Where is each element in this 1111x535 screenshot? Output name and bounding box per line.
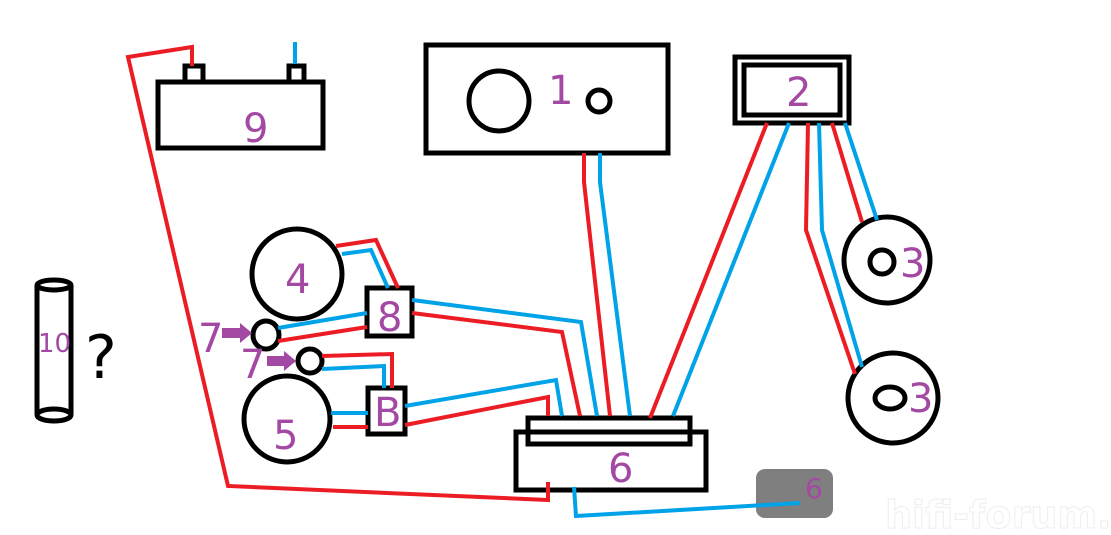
label-9: 9 [243, 106, 268, 152]
speaker-3-top-body [841, 214, 933, 306]
label-1: 1 [548, 68, 573, 114]
battery-9: 9 [155, 63, 326, 152]
box-2-outer [732, 54, 852, 126]
speaker-6-bottom: 5 [241, 373, 333, 465]
wire-headunit-positive [582, 153, 612, 417]
head-unit-body [423, 42, 671, 156]
label-6-top: 4 [285, 257, 310, 303]
wire-tweeter7top-xover-negative [277, 311, 368, 330]
head-unit-1: 1 [423, 42, 671, 156]
label-3-top: 3 [900, 241, 925, 287]
wire-box2-spk3bottom-positive [803, 122, 857, 375]
amplifier-5: 6 [513, 415, 709, 493]
speaker-3-bottom-body [845, 350, 941, 446]
tweeter-7-top: 7 [198, 316, 282, 362]
wire-box2-amp-negative [671, 122, 791, 417]
speaker-3-top: 3 [841, 214, 933, 306]
tweeter-7-bottom: 7 [240, 342, 325, 388]
wire-tweeter7top-xover-positive [277, 325, 368, 343]
speaker-6-top-body [249, 226, 345, 322]
crossover-8-top-body [364, 285, 415, 339]
wire-tweeter7bottom-xover-negative [321, 363, 386, 388]
label-4: 6 [805, 472, 823, 505]
cylinder-bottom [34, 406, 74, 424]
speaker-3-top-cone [867, 247, 897, 277]
label-8-bottom: B [374, 390, 401, 436]
speaker-3-bottom-cone [872, 384, 908, 412]
wire-box2-spk3top-positive [830, 122, 864, 223]
label-10: 10 [38, 329, 71, 359]
wire-box2-amp-positive [648, 122, 769, 419]
amplifier-connector-strip [525, 415, 693, 447]
remote-box-4: 6 [756, 469, 833, 518]
box-2-inner [741, 62, 843, 118]
tweeter-7-bottom-body [295, 346, 325, 376]
label-2: 2 [786, 70, 811, 116]
cylinder-10: 10 [34, 277, 74, 424]
head-unit-button [585, 87, 613, 115]
label-3-bottom: 3 [908, 376, 933, 422]
cylinder-top [34, 277, 74, 293]
speaker-6-bottom-body [241, 373, 333, 465]
label-5: 6 [608, 446, 633, 492]
arrow-icon [222, 323, 252, 343]
wire-xover8bottom-amp-negative [404, 377, 564, 417]
head-unit-knob [466, 68, 532, 134]
battery-body [155, 79, 326, 151]
label-7-bottom: 7 [240, 342, 265, 388]
wire-box2-spk3bottom-negative [817, 122, 864, 368]
wire-tweeter7bottom-xover-positive [321, 351, 394, 388]
amplifier-body [513, 429, 709, 493]
wire-battery-positive [125, 44, 550, 503]
wire-amp-remote [572, 486, 801, 519]
wire-box2-spk3top-negative [843, 122, 879, 221]
wire-spk6top-xover-negative [341, 247, 390, 289]
wire-xover8bottom-amp-positive [404, 394, 550, 427]
label-7-top: 7 [198, 316, 223, 362]
crossover-8-top: 8 [364, 285, 415, 341]
crossover-8-bottom: B [365, 385, 408, 437]
wire-spk6top-xover-positive [335, 237, 400, 289]
watermark: hifi-forum.de [885, 493, 1111, 535]
label-6-bottom: 5 [273, 413, 298, 459]
box-2: 2 [732, 54, 852, 126]
speaker-6-top: 4 [249, 226, 345, 322]
question-mark: ? [85, 323, 117, 393]
wire-xover8top-amp-positive [411, 311, 582, 417]
wire-headunit-negative [598, 153, 632, 417]
arrow-icon [267, 351, 296, 371]
wire-xover8top-amp-negative [411, 298, 599, 417]
label-8-top: 8 [377, 295, 402, 341]
tweeter-7-top-body [250, 318, 282, 352]
speaker-3-bottom: 3 [845, 350, 941, 446]
